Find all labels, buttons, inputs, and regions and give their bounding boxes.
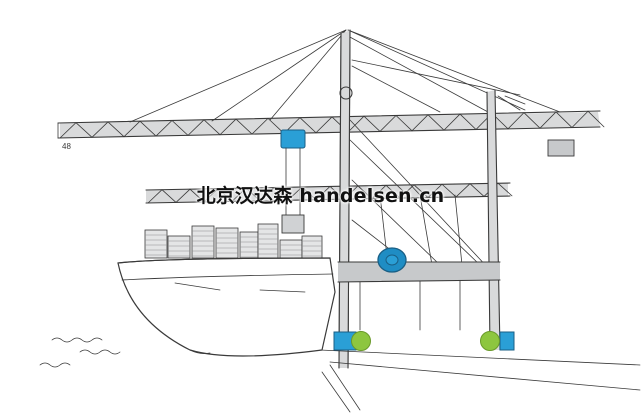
crane-wheel-icon (480, 331, 515, 351)
a-frame (338, 29, 353, 369)
water-line (39, 337, 121, 368)
crane-wheel-icon (333, 331, 371, 351)
right-leg (486, 89, 526, 351)
spreader-icon (281, 214, 305, 234)
portal-beam (337, 261, 501, 331)
crane-trolley-icon (280, 129, 306, 216)
upper-boom: 48 (57, 110, 605, 151)
lower-boom (145, 182, 513, 204)
quay (319, 349, 641, 413)
boom-end-cab (547, 139, 575, 157)
cable-reel-icon (377, 247, 407, 273)
container-ship (117, 223, 336, 357)
watermark: 北京汉达森 handelsen.cn (196, 185, 445, 207)
portal-bracing (349, 119, 491, 271)
boom-tip-marking: 48 (62, 142, 71, 151)
